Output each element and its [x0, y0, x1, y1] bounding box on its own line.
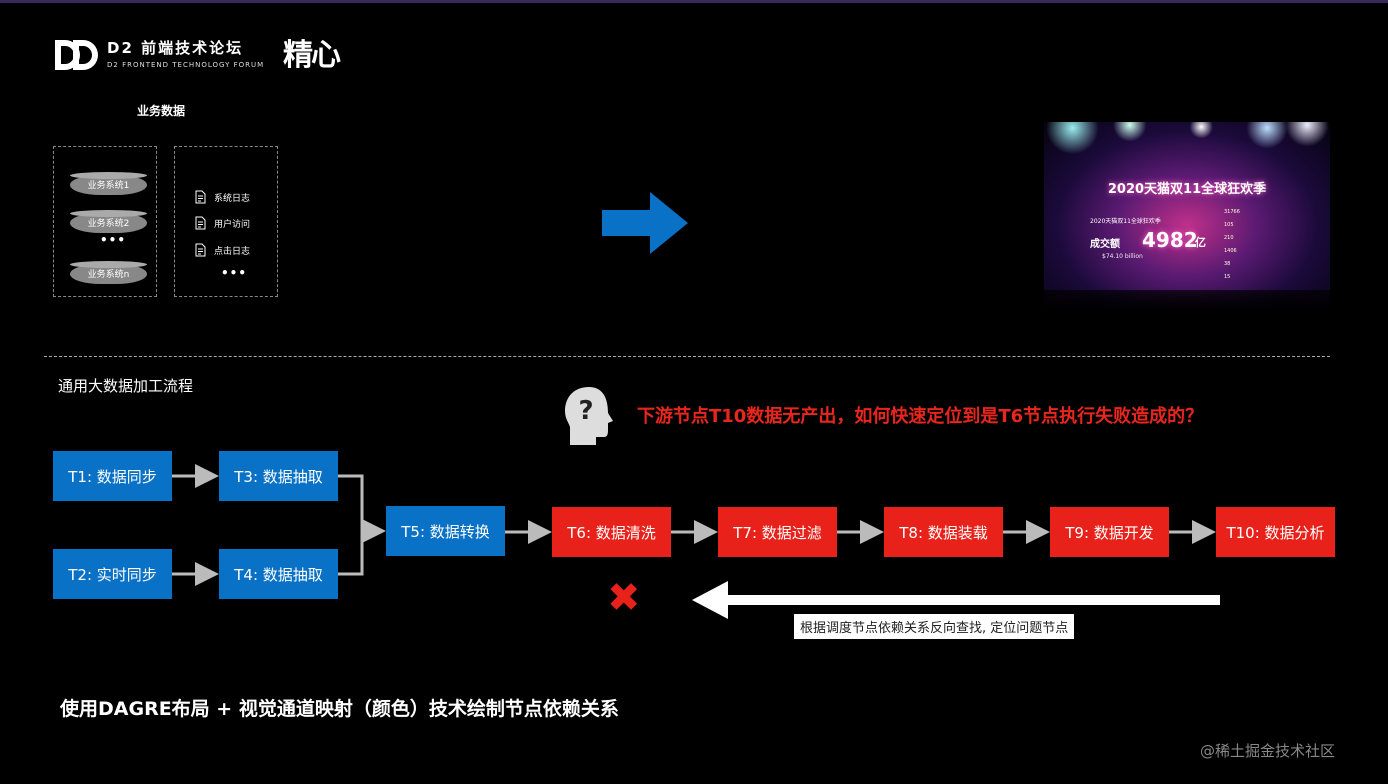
- failure-x-icon: ✖: [607, 575, 641, 621]
- node-t3[interactable]: T3: 数据抽取: [219, 451, 338, 501]
- business-systems-box: 业务系统1 业务系统2 ••• 业务系统n: [53, 146, 157, 297]
- edge-t3-t5: [338, 474, 386, 543]
- logo-slogan: 精心: [283, 38, 341, 73]
- node-t5[interactable]: T5: 数据转换: [386, 506, 505, 556]
- node-t7[interactable]: T7: 数据过滤: [718, 507, 837, 557]
- log-label: 点击日志: [214, 246, 251, 257]
- event-stage-image: 2020天猫双11全球狂欢季 2020天猫双11全球狂欢季 成交额 4982 亿…: [1044, 122, 1330, 310]
- log-item: 用户访问: [195, 216, 250, 230]
- node-t4[interactable]: T4: 数据抽取: [219, 549, 338, 599]
- systems-ellipsis: •••: [100, 233, 127, 247]
- document-icon: [195, 190, 206, 204]
- log-label: 用户访问: [214, 219, 251, 230]
- document-icon: [195, 243, 206, 257]
- svg-text:?: ?: [578, 396, 593, 426]
- stage-title: 2020天猫双11全球狂欢季: [1107, 182, 1267, 197]
- log-item: 系统日志: [195, 190, 250, 204]
- top-accent-line: [0, 0, 1388, 3]
- edge-t4-t5: [338, 531, 364, 576]
- thinking-head-icon: ?: [565, 387, 613, 445]
- watermark: @稀土掘金技术社区: [1200, 742, 1336, 760]
- stage-unit: 亿: [1195, 236, 1206, 249]
- logs-box: 系统日志 用户访问 点击日志 •••: [174, 146, 278, 297]
- question-text: 下游节点T10数据无产出，如何快速定位到是T6节点执行失败造成的？: [637, 406, 1204, 427]
- log-label: 系统日志: [214, 193, 251, 204]
- node-t10[interactable]: T10: 数据分析: [1216, 507, 1335, 557]
- business-data-title: 业务数据: [137, 104, 186, 118]
- section-divider: [44, 356, 1330, 357]
- logs-ellipsis: •••: [221, 266, 248, 280]
- stage-stats: 31766 105 210 1406 38 15: [1224, 209, 1240, 280]
- flow-title: 通用大数据加工流程: [58, 377, 194, 395]
- forum-logo: D2 前端技术论坛 D2 FRONTEND TECHNOLOGY FORUM: [53, 38, 264, 72]
- stage-usd: $74.10 billion: [1102, 253, 1143, 260]
- log-item: 点击日志: [195, 243, 250, 257]
- document-icon: [195, 216, 206, 230]
- logo-subtitle: D2 FRONTEND TECHNOLOGY FORUM: [107, 61, 265, 69]
- back-trace-arrow-icon: [692, 581, 1220, 619]
- database-cylinder: 业务系统2: [70, 210, 147, 233]
- logo-title: D2 前端技术论坛: [107, 39, 244, 57]
- trace-label: 根据调度节点依赖关系反向查找, 定位问题节点: [794, 614, 1075, 639]
- d2-logo-icon: [55, 40, 98, 70]
- node-t6[interactable]: T6: 数据清洗: [552, 507, 671, 557]
- stage-amount: 4982: [1142, 228, 1198, 252]
- node-t8[interactable]: T8: 数据装载: [884, 507, 1003, 557]
- node-t1[interactable]: T1: 数据同步: [53, 451, 172, 501]
- stage-subtitle: 2020天猫双11全球狂欢季: [1090, 218, 1161, 225]
- stage-label: 成交额: [1090, 239, 1120, 250]
- database-cylinder: 业务系统1: [70, 172, 147, 195]
- node-t9[interactable]: T9: 数据开发: [1050, 507, 1169, 557]
- database-cylinder: 业务系统n: [70, 261, 147, 284]
- summary-text: 使用DAGRE布局 + 视觉通道映射（颜色）技术绘制节点依赖关系: [60, 698, 619, 720]
- node-t2[interactable]: T2: 实时同步: [53, 549, 172, 599]
- right-arrow-icon: [602, 192, 688, 254]
